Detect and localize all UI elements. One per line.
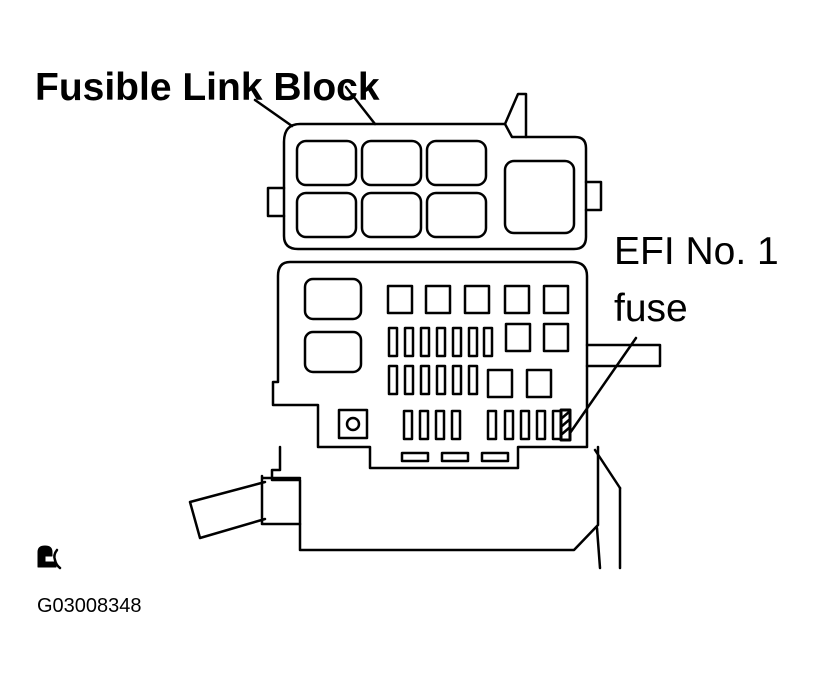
mini-fuse [467, 326, 479, 358]
bolt-icon [345, 416, 361, 432]
housing-edge [593, 448, 622, 490]
fusible-link [295, 191, 358, 239]
lower-housing [270, 445, 600, 552]
square-fuse [463, 284, 491, 315]
slot [400, 451, 430, 463]
right-side-tab [584, 180, 603, 212]
efi-no1-fuse [559, 408, 572, 442]
square-fuse [386, 284, 414, 315]
title-leader-lines [253, 85, 377, 128]
figure-code: G03008348 [37, 595, 142, 617]
fusible-link [360, 191, 423, 239]
mini-fuse [467, 364, 479, 396]
bolt-base [337, 408, 369, 440]
square-fuse [424, 284, 452, 315]
mini-fuse [535, 409, 547, 441]
mini-fuse [450, 409, 462, 441]
wire-harness [188, 474, 302, 540]
mini-fuse [403, 326, 415, 358]
mini-fuse [419, 364, 431, 396]
mini-fuse [418, 409, 430, 441]
top-tab [503, 92, 528, 139]
fusible-link [425, 191, 488, 239]
junction-block-outline [271, 260, 589, 470]
housing-edge [595, 526, 602, 570]
mini-fuse [482, 326, 494, 358]
mini-fuse [387, 364, 399, 396]
mini-fuses [387, 326, 563, 441]
square-fuse [542, 322, 570, 353]
mini-fuse [434, 409, 446, 441]
efi-no1-label: EFI No. 1 [614, 230, 779, 273]
mini-fuse [403, 364, 415, 396]
fusible-link-block-body [282, 122, 588, 251]
mini-fuse [435, 364, 447, 396]
mini-fuse [486, 409, 498, 441]
fusible-link [295, 139, 358, 187]
square-fuse [486, 368, 514, 399]
fusible-links [295, 139, 488, 239]
mini-fuse [451, 364, 463, 396]
mini-fuse [519, 409, 531, 441]
mini-fuse [451, 326, 463, 358]
slot [480, 451, 510, 463]
left-side-tab [266, 186, 286, 218]
fusible-link [425, 139, 488, 187]
mini-fuse [419, 326, 431, 358]
relay [303, 277, 363, 321]
square-fuse [503, 284, 531, 315]
square-fuse [542, 284, 570, 315]
mini-fuse [503, 409, 515, 441]
slot [440, 451, 470, 463]
efi-leader-line [568, 336, 638, 435]
mini-fuse [387, 326, 399, 358]
large-fusible-link [503, 159, 576, 235]
fuse-label: fuse [614, 287, 688, 330]
mini-fuse [402, 409, 414, 441]
fusible-link [360, 139, 423, 187]
square-fuse [525, 368, 553, 399]
square-fuse [504, 322, 532, 353]
relay [303, 330, 363, 374]
right-bracket-bar [585, 343, 662, 368]
square-fuses [386, 284, 570, 399]
fusible-link-block-label: Fusible Link Block [35, 66, 380, 109]
mini-fuse [435, 326, 447, 358]
toyota-figure-mark-icon [37, 545, 62, 570]
